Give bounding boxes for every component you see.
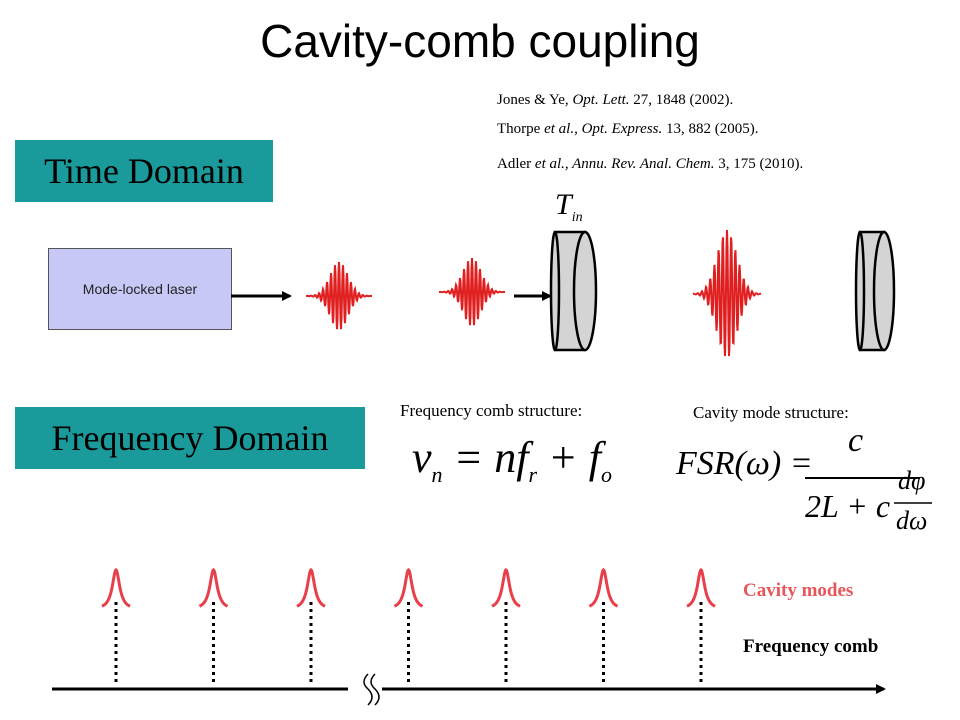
cavity-mode-peak	[393, 567, 424, 608]
cavity-mode-peak	[198, 567, 229, 608]
frequency-domain-label: Frequency Domain	[15, 407, 365, 469]
reference-2: Thorpe et al., Opt. Express. 13, 882 (20…	[497, 121, 759, 138]
legend-frequency-comb: Frequency comb	[743, 636, 879, 657]
reference-3-details: 3, 175 (2010).	[714, 156, 804, 172]
comb-eq-sub-r: r	[528, 461, 538, 487]
reference-3-authors: Adler	[497, 156, 535, 172]
reference-2-details: 13, 882 (2005).	[662, 121, 759, 137]
transmission-label: Tin	[555, 188, 583, 226]
fsr-numerator: c	[848, 422, 864, 459]
axis-break-1	[363, 673, 373, 706]
comb-equation: νn = nfr + fo	[412, 432, 612, 488]
axis-break-2	[370, 673, 380, 706]
reference-2-authors: Thorpe	[497, 121, 545, 137]
cavity-structure-caption: Cavity mode structure:	[693, 403, 849, 422]
intracavity-pulse	[692, 229, 762, 357]
comb-structure-caption: Frequency comb structure:	[400, 401, 583, 420]
cavity-mode-peak	[101, 567, 131, 608]
comb-eq-mid: + f	[537, 433, 601, 482]
spectrum-group	[101, 567, 716, 686]
comb-eq-lhs-sub: n	[431, 461, 443, 487]
pulse-group	[306, 229, 762, 357]
laser-pulse-2	[439, 257, 505, 326]
cavity-mode-peak	[296, 567, 326, 608]
reference-1-authors: Jones & Ye,	[497, 92, 573, 108]
cavity-mode-peak	[491, 567, 521, 608]
transmission-symbol: T	[555, 188, 572, 221]
reference-3: Adler et al., Annu. Rev. Anal. Chem. 3, …	[497, 156, 803, 173]
fsr-denominator-prefix: 2L + c	[805, 488, 891, 524]
reference-2-etal: et al.,	[544, 121, 578, 137]
fsr-dphi: dφ	[898, 466, 926, 495]
reference-1: Jones & Ye, Opt. Lett. 27, 1848 (2002).	[497, 92, 733, 109]
reference-2-journal: Opt. Express.	[577, 121, 663, 137]
page-title: Cavity-comb coupling	[260, 15, 700, 67]
laser-pulse-1	[306, 261, 372, 330]
fsr-domega: dω	[896, 506, 928, 535]
reference-1-journal: Opt. Lett.	[572, 92, 630, 108]
comb-eq-sub-o: o	[600, 461, 612, 487]
time-domain-label: Time Domain	[15, 140, 273, 202]
fsr-equation-lhs: FSR(ω) =	[676, 445, 813, 482]
cavity-mirror-output	[854, 230, 896, 352]
cavity-mode-peak	[686, 567, 716, 608]
comb-eq-lhs: ν	[412, 433, 432, 482]
cavity-mode-peak	[588, 567, 619, 608]
comb-eq-rhs: = nf	[453, 433, 529, 482]
cavity-mirror-input	[549, 230, 598, 352]
transmission-subscript: in	[571, 210, 583, 225]
legend-cavity-modes: Cavity modes	[743, 580, 854, 601]
reference-3-journal: Annu. Rev. Anal. Chem.	[568, 156, 715, 172]
mode-locked-laser: Mode-locked laser	[48, 248, 232, 330]
reference-1-details: 27, 1848 (2002).	[629, 92, 734, 108]
reference-3-etal: et al.,	[534, 156, 569, 172]
